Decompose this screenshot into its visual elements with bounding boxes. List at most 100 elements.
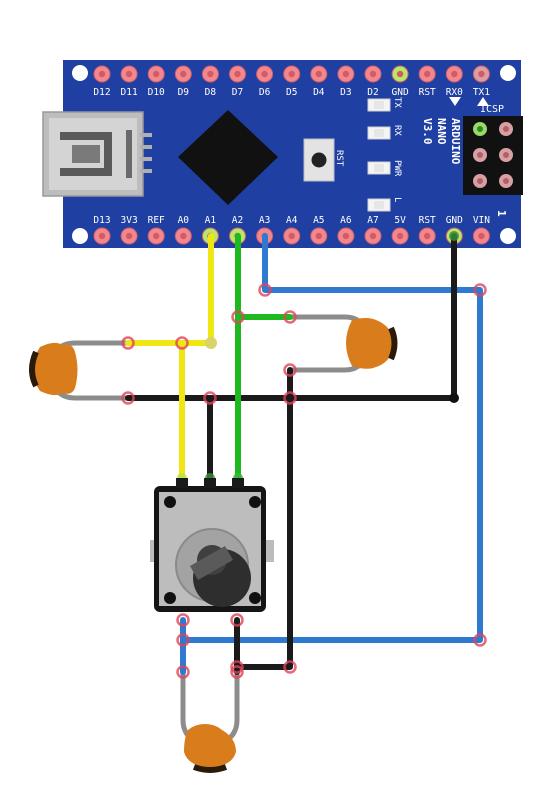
top-pin-tx1[interactable]: TX1 xyxy=(473,65,490,98)
top-pin-label: D9 xyxy=(178,87,190,98)
mounting-hole xyxy=(500,65,516,81)
bottom-pin-label: A6 xyxy=(340,215,352,226)
ceramic-capacitor-left[interactable] xyxy=(29,342,78,396)
icsp-pin1-label: 1 xyxy=(495,210,508,217)
led-tx: TX xyxy=(367,97,402,112)
mounting-hole xyxy=(500,228,516,244)
bottom-pin-label: REF xyxy=(148,215,165,226)
board-name-line-2: NANO xyxy=(435,118,448,145)
top-pin-d6[interactable]: D6 xyxy=(256,65,274,98)
bottom-pin-label: A1 xyxy=(205,215,217,226)
top-pin-label: D2 xyxy=(367,87,378,98)
connector-point xyxy=(473,283,487,297)
bottom-pin-label: D13 xyxy=(93,215,110,226)
junction-dot xyxy=(205,337,217,349)
led-label: TX xyxy=(392,97,402,108)
connector-point xyxy=(203,391,217,405)
top-pin-rst[interactable]: RST xyxy=(419,65,436,98)
top-pin-d12[interactable]: D12 xyxy=(93,65,111,98)
top-pin-label: GND xyxy=(392,87,409,98)
connector-point xyxy=(175,336,189,350)
bottom-pin-a4[interactable]: A4 xyxy=(283,215,301,245)
top-pin-d10[interactable]: D10 xyxy=(148,65,165,98)
top-pin-label: D6 xyxy=(259,87,271,98)
connector-point xyxy=(230,613,244,627)
connector-point xyxy=(231,310,245,324)
pot-mount-hole xyxy=(249,592,261,604)
connector-point xyxy=(176,613,190,627)
led-label: RX xyxy=(392,125,402,136)
board-name-line-1: ARDUINO xyxy=(449,118,462,165)
pot-mount-hole xyxy=(164,496,176,508)
microcontroller-chip xyxy=(178,110,278,205)
connector-points xyxy=(121,231,487,679)
rotary-potentiometer[interactable] xyxy=(150,478,274,612)
connector-point xyxy=(176,633,190,647)
connector-point xyxy=(230,660,244,674)
connector-point xyxy=(473,633,487,647)
bottom-pin-ref[interactable]: REF xyxy=(148,215,165,245)
led-rx: RX xyxy=(367,125,402,140)
rx-arrow-icon xyxy=(449,97,461,106)
top-pin-d7[interactable]: D7 xyxy=(229,65,246,98)
top-pin-d9[interactable]: D9 xyxy=(174,65,192,98)
top-pin-label: D7 xyxy=(232,87,243,98)
top-pin-label: RX0 xyxy=(446,87,463,98)
top-pin-label: RST xyxy=(419,87,436,98)
top-pin-d2[interactable]: D2 xyxy=(364,65,382,98)
bottom-pin-a0[interactable]: A0 xyxy=(174,215,192,245)
black-wire-right-gnd[interactable] xyxy=(234,367,293,670)
top-pin-label: D5 xyxy=(286,87,297,98)
wire-endpoints xyxy=(205,337,459,403)
top-pin-d11[interactable]: D11 xyxy=(121,65,138,98)
ceramic-capacitor-right[interactable] xyxy=(346,318,398,369)
top-pin-gnd[interactable]: GND xyxy=(392,65,409,98)
bottom-pin-rst[interactable]: RST xyxy=(419,215,436,245)
bottom-pin-5v[interactable]: 5V xyxy=(391,215,409,245)
bottom-pin-label: 3V3 xyxy=(121,215,138,226)
bottom-pin-d13[interactable]: D13 xyxy=(93,215,111,245)
yellow-wire-a1[interactable] xyxy=(125,233,214,346)
icsp-header xyxy=(463,116,523,195)
bottom-pin-3v3[interactable]: 3V3 xyxy=(121,215,138,245)
led-label: L xyxy=(392,197,402,202)
blue-wire-a3[interactable] xyxy=(180,233,483,643)
top-pin-d8[interactable]: D8 xyxy=(201,65,219,98)
connector-point xyxy=(283,310,297,324)
ceramic-capacitor-bottom[interactable] xyxy=(184,724,236,773)
bottom-pin-label: A4 xyxy=(286,215,298,226)
led-pwr: PWR xyxy=(367,160,402,177)
junction-dot xyxy=(449,393,459,403)
bottom-pin-label: VIN xyxy=(473,215,490,226)
top-pin-label: D11 xyxy=(121,87,138,98)
connector-point xyxy=(283,391,297,405)
connector-point xyxy=(230,665,244,679)
tx-arrow-icon xyxy=(477,97,489,106)
top-pin-label: D12 xyxy=(93,87,110,98)
mounting-hole xyxy=(72,65,88,81)
top-pin-rx0[interactable]: RX0 xyxy=(446,65,463,98)
pot-mount-hole xyxy=(164,592,176,604)
reset-button-cap[interactable] xyxy=(311,152,327,168)
bottom-pin-label: A7 xyxy=(367,215,378,226)
mounting-hole xyxy=(72,228,88,244)
connector-point xyxy=(121,391,135,405)
bottom-pin-a6[interactable]: A6 xyxy=(337,215,355,245)
top-pin-label: D8 xyxy=(205,87,217,98)
icsp-label: ICSP xyxy=(480,104,504,115)
pin-contact xyxy=(449,231,459,241)
bottom-pin-a5[interactable]: A5 xyxy=(310,215,328,245)
top-pin-label: D4 xyxy=(313,87,325,98)
top-pin-d4[interactable]: D4 xyxy=(310,65,328,98)
bottom-pin-vin[interactable]: VIN xyxy=(473,215,490,245)
bottom-pin-a7[interactable]: A7 xyxy=(364,215,382,245)
bottom-cap-lead-right xyxy=(221,669,240,745)
bottom-pin-label: A5 xyxy=(313,215,324,226)
top-pin-label: TX1 xyxy=(473,87,490,98)
led-l: L xyxy=(367,197,402,212)
top-pin-d5[interactable]: D5 xyxy=(283,65,301,98)
top-pin-d3[interactable]: D3 xyxy=(337,65,355,98)
